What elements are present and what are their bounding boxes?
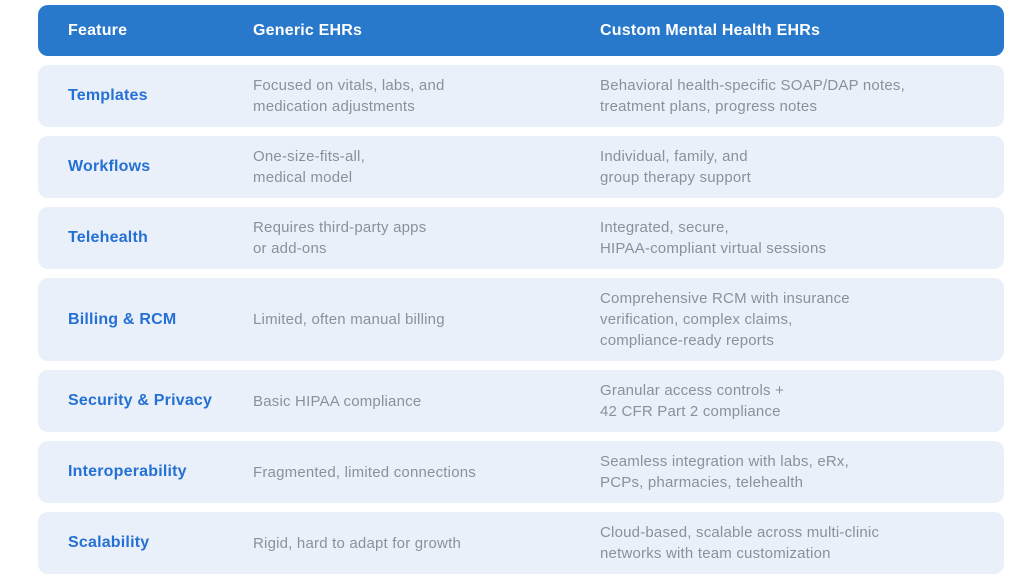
header-custom-mental-health-ehrs: Custom Mental Health EHRs	[600, 21, 821, 39]
feature-cell: Scalability	[68, 534, 150, 551]
feature-cell: Billing & RCM	[68, 310, 177, 328]
table-row: Interoperability Fragmented, limited con…	[38, 441, 1004, 503]
generic-ehr-cell: Requires third-party apps or add-ons	[253, 219, 427, 257]
table-row: Templates Focused on vitals, labs, and m…	[38, 65, 1004, 127]
feature-cell: Security & Privacy	[68, 392, 213, 409]
feature-cell: Workflows	[68, 158, 151, 175]
table-row: Security & Privacy Basic HIPAA complianc…	[38, 370, 1004, 432]
table-row: Billing & RCM Limited, often manual bill…	[38, 278, 1004, 361]
feature-cell: Telehealth	[68, 229, 148, 246]
header-feature: Feature	[68, 21, 128, 39]
table-row: Workflows One-size-fits-all, medical mod…	[38, 136, 1004, 198]
generic-ehr-cell: One-size-fits-all, medical model	[253, 148, 365, 186]
custom-ehr-cell: Behavioral health-specific SOAP/DAP note…	[600, 77, 905, 115]
generic-ehr-cell: Limited, often manual billing	[253, 311, 445, 328]
custom-ehr-cell: Cloud-based, scalable across multi-clini…	[600, 524, 880, 562]
custom-ehr-cell: Granular access controls + 42 CFR Part 2…	[600, 382, 785, 420]
generic-ehr-cell: Rigid, hard to adapt for growth	[253, 534, 461, 552]
custom-ehr-cell: Comprehensive RCM with insurance verific…	[600, 290, 850, 349]
feature-cell: Interoperability	[68, 463, 187, 480]
generic-ehr-cell: Basic HIPAA compliance	[253, 392, 422, 410]
table-row: Telehealth Requires third-party apps or …	[38, 207, 1004, 269]
generic-ehr-cell: Fragmented, limited connections	[253, 463, 476, 481]
custom-ehr-cell: Integrated, secure, HIPAA-compliant virt…	[600, 219, 827, 257]
custom-ehr-cell: Individual, family, and group therapy su…	[600, 148, 751, 186]
table-header-row: Feature Generic EHRs Custom Mental Healt…	[38, 5, 1004, 56]
header-generic-ehrs: Generic EHRs	[253, 21, 363, 39]
generic-ehr-cell: Focused on vitals, labs, and medication …	[253, 77, 445, 115]
feature-cell: Templates	[68, 87, 148, 104]
table-row: Scalability Rigid, hard to adapt for gro…	[38, 512, 1004, 574]
custom-ehr-cell: Seamless integration with labs, eRx, PCP…	[600, 453, 849, 491]
ehr-comparison-table: Feature Generic EHRs Custom Mental Healt…	[38, 5, 1004, 574]
